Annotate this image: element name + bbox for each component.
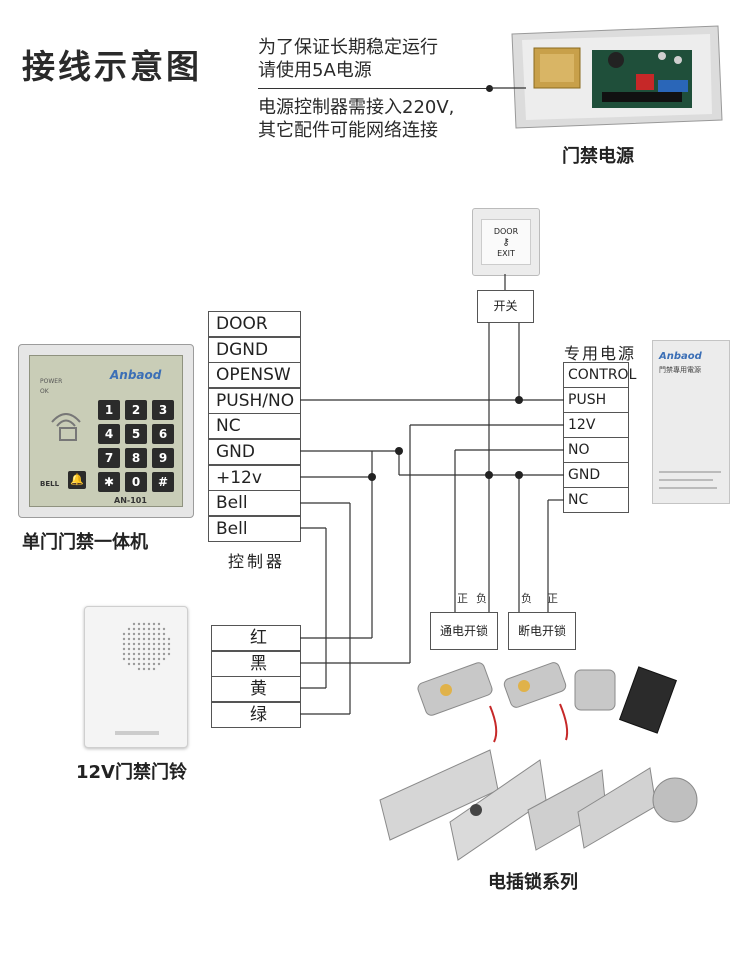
controller-terminal: OPENSW bbox=[208, 362, 301, 389]
keypad-led-ok: OK bbox=[40, 388, 49, 395]
note-pointer-dot bbox=[486, 85, 493, 92]
note-line-3: 电源控制器需接入220V, bbox=[258, 97, 455, 118]
keypad-led-power: POWER bbox=[40, 378, 63, 385]
fail-safe-lock-box: 断电开锁 bbox=[508, 612, 576, 650]
psu-terminal: CONTROL bbox=[563, 362, 636, 388]
bell-icon[interactable]: 🔔 bbox=[68, 471, 86, 489]
fail-secure-lock-box: 通电开锁 bbox=[430, 612, 498, 650]
controller-terminal: Bell bbox=[208, 490, 301, 517]
lock-series-caption: 电插锁系列 bbox=[488, 872, 578, 893]
exit-button-line1: DOOR bbox=[493, 227, 519, 236]
keypad-key[interactable]: 5 bbox=[125, 424, 147, 444]
keypad-key[interactable]: 4 bbox=[98, 424, 120, 444]
controller-terminal: PUSH/NO bbox=[208, 387, 301, 414]
keypad-key[interactable]: 1 bbox=[98, 400, 120, 420]
psu-caption: 门禁电源 bbox=[562, 146, 634, 167]
power-note-top: 为了保证长期稳定运行 请使用5A电源 bbox=[258, 36, 438, 82]
dedicated-power-box: Anbaod 門禁專用電源 bbox=[652, 340, 730, 504]
controller-terminal: NC bbox=[208, 413, 301, 440]
keypad-brand: Anbaod bbox=[110, 368, 162, 382]
fail-safe-neg-label: 负 bbox=[521, 592, 532, 605]
controller-terminal: Bell bbox=[208, 515, 301, 542]
keypad-key[interactable]: 7 bbox=[98, 448, 120, 468]
speaker-grille-icon bbox=[122, 622, 171, 671]
dedicated-power-label: 专用电源 bbox=[564, 344, 637, 363]
keypad-key[interactable]: # bbox=[152, 472, 174, 492]
fail-secure-neg-label: 负 bbox=[476, 592, 487, 605]
controller-label: 控制器 bbox=[228, 552, 286, 571]
keypad-bell-label: BELL bbox=[40, 480, 60, 488]
keypad-key[interactable]: 8 bbox=[125, 448, 147, 468]
keypad-key[interactable]: 9 bbox=[152, 448, 174, 468]
note-line-1: 为了保证长期稳定运行 bbox=[258, 37, 438, 58]
switch-label-box: 开关 bbox=[477, 290, 534, 323]
exit-button-line2: EXIT bbox=[497, 249, 515, 258]
keypad-caption: 单门门禁一体机 bbox=[22, 532, 148, 553]
keypad-key[interactable]: ✱ bbox=[98, 472, 120, 492]
dedicated-power-brand: Anbaod bbox=[659, 351, 702, 362]
keypad-key[interactable]: 2 bbox=[125, 400, 147, 420]
keypad-key[interactable]: 6 bbox=[152, 424, 174, 444]
exit-button-image: DOOR ⚷ EXIT bbox=[472, 208, 540, 276]
rfid-card-icon bbox=[51, 413, 81, 441]
keypad-key[interactable]: 3 bbox=[152, 400, 174, 420]
doorbell-wire-terminal: 绿 bbox=[211, 701, 301, 728]
key-icon: ⚷ bbox=[502, 237, 510, 248]
page-title: 接线示意图 bbox=[22, 47, 202, 86]
keypad-key[interactable]: 0 bbox=[125, 472, 147, 492]
dedicated-power-subtitle: 門禁專用電源 bbox=[659, 366, 701, 374]
note-line-2: 请使用5A电源 bbox=[258, 60, 372, 81]
fail-secure-pos-label: 正 bbox=[457, 592, 468, 605]
controller-terminal: DGND bbox=[208, 336, 301, 363]
fail-safe-pos-label: 正 bbox=[547, 592, 558, 605]
doorbell-wire-terminal: 黑 bbox=[211, 650, 301, 677]
note-divider bbox=[258, 88, 488, 89]
doorbell-device bbox=[84, 606, 188, 748]
controller-terminal: DOOR bbox=[208, 311, 301, 337]
power-note-bottom: 电源控制器需接入220V, 其它配件可能网络连接 bbox=[258, 96, 454, 142]
access-psu-board-image bbox=[511, 25, 723, 129]
doorbell-caption: 12V门禁门铃 bbox=[76, 762, 187, 783]
lock-series-image bbox=[379, 662, 698, 861]
keypad-model: AN-101 bbox=[114, 496, 147, 505]
controller-terminal: GND bbox=[208, 439, 301, 465]
controller-terminal: +12v bbox=[208, 464, 301, 491]
note-line-4: 其它配件可能网络连接 bbox=[258, 120, 438, 141]
